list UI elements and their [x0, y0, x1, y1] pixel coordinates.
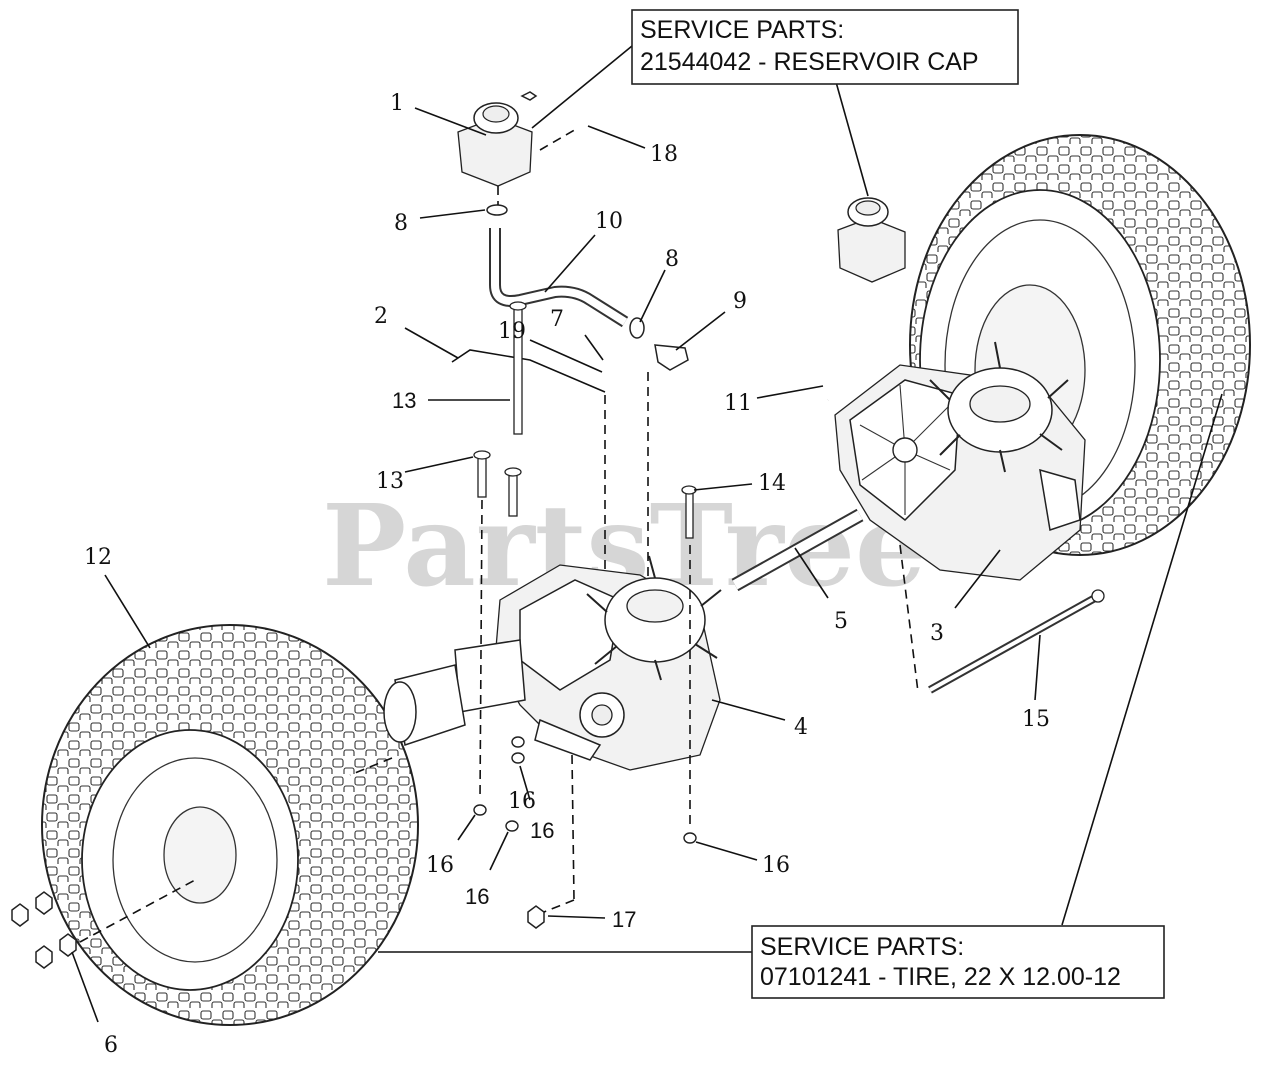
- label-part-8-side: 8: [665, 247, 679, 272]
- label-part-16-b: 16: [530, 818, 554, 843]
- label-part-12: 12: [84, 545, 112, 570]
- label-part-13-a: 13: [392, 388, 416, 413]
- label-part-9: 9: [733, 289, 747, 314]
- left-transaxle: [383, 555, 722, 771]
- nut: [527, 905, 545, 929]
- label-part-6: 6: [104, 1033, 118, 1058]
- callout-reservoir-line1: SERVICE PARTS:: [640, 16, 844, 44]
- label-part-1: 1: [390, 91, 404, 116]
- label-part-5: 5: [834, 609, 848, 634]
- label-part-15: 15: [1022, 707, 1050, 732]
- hose: [489, 228, 629, 328]
- callout-reservoir-cap: SERVICE PARTS: 21544042 - RESERVOIR CAP: [631, 9, 1019, 85]
- label-part-17: 17: [612, 907, 636, 932]
- part-labels: 1 2 3 4 5 6 7 8 8 9 10 11 12 13 13 14 15…: [84, 91, 1050, 1058]
- right-transaxle: [834, 341, 1086, 581]
- label-part-18: 18: [650, 142, 678, 167]
- label-part-3: 3: [930, 621, 944, 646]
- label-part-16-c: 16: [465, 884, 489, 909]
- leader-lines: [71, 45, 1223, 1023]
- top-reservoir: [457, 91, 538, 187]
- label-part-11: 11: [724, 391, 752, 416]
- hose-clamp-side: [629, 317, 645, 339]
- label-part-2: 2: [374, 304, 388, 329]
- label-part-7: 7: [550, 307, 564, 332]
- label-part-16-a: 16: [426, 853, 454, 878]
- label-part-13-b: 13: [376, 469, 404, 494]
- rod: [451, 349, 606, 393]
- label-part-16-e: 16: [508, 789, 536, 814]
- label-part-19: 19: [498, 319, 526, 344]
- right-reservoir: [826, 197, 906, 402]
- fitting: [654, 344, 689, 371]
- label-part-16-d: 16: [762, 853, 790, 878]
- washers: [473, 736, 697, 844]
- left-tire: [41, 624, 419, 1026]
- label-part-8-top: 8: [394, 211, 408, 236]
- assembly-lines: [79, 127, 919, 943]
- callout-reservoir-line2: 21544042 - RESERVOIR CAP: [640, 48, 979, 76]
- hose-clamp-top: [486, 204, 508, 216]
- label-part-14: 14: [758, 471, 786, 496]
- lug-nuts: [11, 891, 77, 969]
- label-part-10: 10: [595, 209, 623, 234]
- label-part-4: 4: [794, 715, 808, 740]
- bolts: [473, 301, 697, 539]
- callout-tire: SERVICE PARTS: 07101241 - TIRE, 22 X 12.…: [751, 925, 1165, 999]
- callout-tire-line2: 07101241 - TIRE, 22 X 12.00-12: [760, 963, 1121, 991]
- callout-tire-line1: SERVICE PARTS:: [760, 933, 964, 961]
